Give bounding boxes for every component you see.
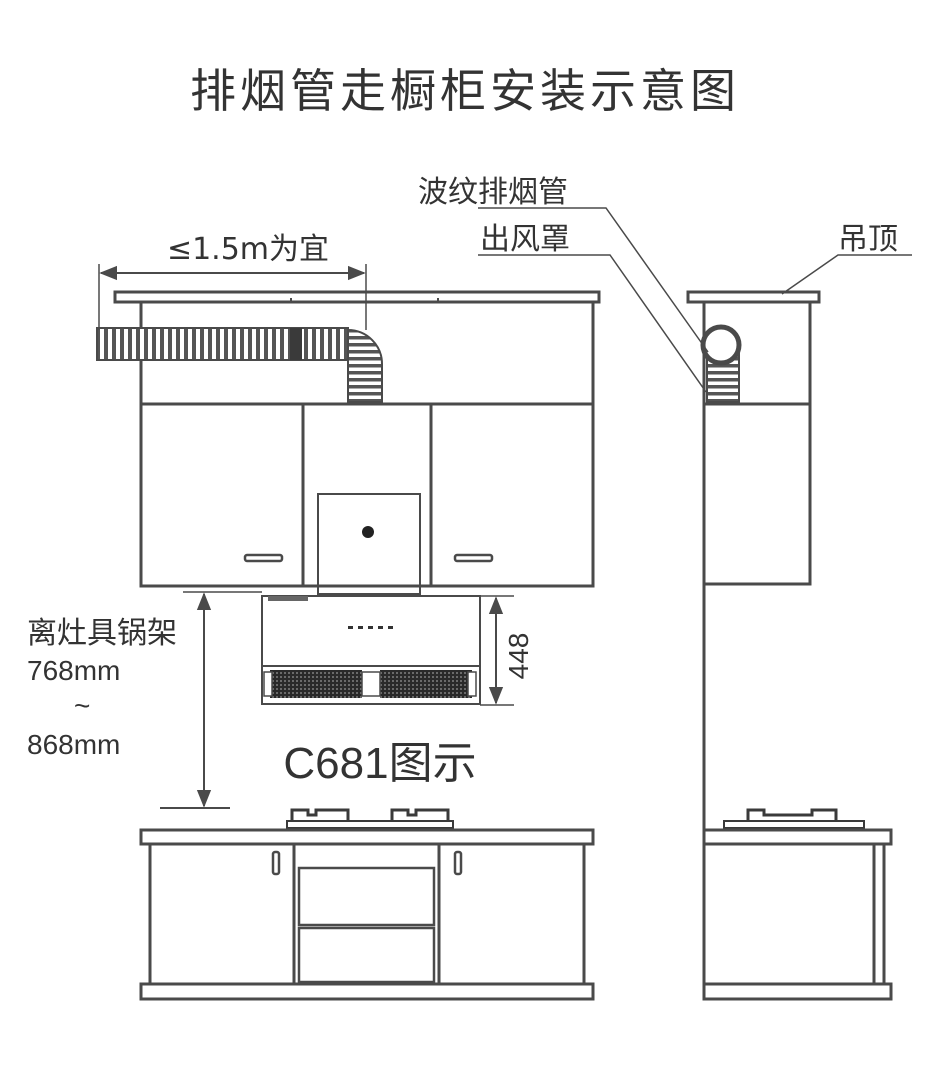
control-panel-dots bbox=[348, 626, 393, 629]
base-handle-left bbox=[271, 850, 281, 876]
filter-left bbox=[270, 670, 362, 698]
corrugated-duct-label: 波纹排烟管 bbox=[418, 175, 568, 210]
base-cabinet-front bbox=[139, 828, 595, 1001]
duct-length-label: ≤1.5m为宜 bbox=[167, 232, 329, 267]
distance-max: 868mm bbox=[27, 729, 120, 760]
hood-height-label: 448 bbox=[503, 633, 534, 680]
diagram-title: 排烟管走橱柜安装示意图 bbox=[190, 64, 740, 118]
range-hood-front bbox=[261, 493, 481, 705]
cabinet-handle-right bbox=[453, 553, 494, 563]
distance-separator: ~ bbox=[74, 690, 90, 721]
distance-min: 768mm bbox=[27, 655, 120, 686]
air-outlet-cover-label: 出风罩 bbox=[480, 222, 570, 257]
gas-stove-front bbox=[286, 808, 454, 829]
distance-label: 离灶具锅架 bbox=[27, 616, 177, 651]
corrugated-duct-front bbox=[96, 327, 383, 403]
stove-distance-dimension: 离灶具锅架 768mm ~ 868mm bbox=[27, 591, 262, 809]
hood-knob-icon bbox=[362, 526, 374, 538]
hood-height-dimension: 448 bbox=[480, 595, 534, 706]
side-view bbox=[686, 290, 893, 1001]
base-handle-right bbox=[453, 850, 463, 876]
cabinet-handle-left bbox=[243, 553, 284, 563]
model-caption: C681图示 bbox=[283, 739, 476, 788]
upper-cabinet-front bbox=[113, 290, 601, 588]
leader-lines bbox=[478, 207, 912, 393]
filter-right bbox=[380, 670, 472, 698]
duct-length-dimension: ≤1.5m为宜 bbox=[98, 232, 367, 330]
ceiling-label: 吊顶 bbox=[838, 222, 898, 257]
